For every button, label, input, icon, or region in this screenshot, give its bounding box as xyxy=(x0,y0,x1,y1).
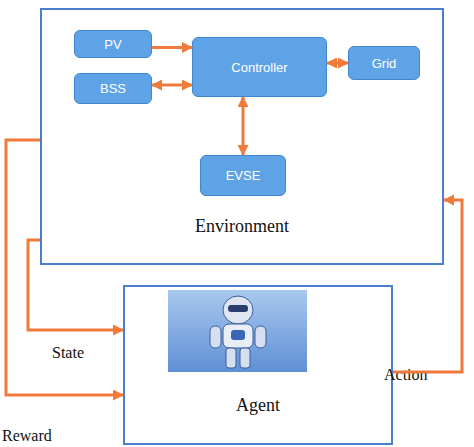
grid-box: Grid xyxy=(348,46,420,80)
edge-label: Reward xyxy=(2,427,52,445)
node-text: PV xyxy=(104,37,121,52)
node-text: Grid xyxy=(372,56,397,71)
agent-box: Agent xyxy=(123,285,393,445)
evse-box: EVSE xyxy=(200,155,286,196)
edge-label: State xyxy=(52,344,84,362)
edge-label: Action xyxy=(384,366,428,384)
node-text: EVSE xyxy=(226,168,261,183)
node-text: BSS xyxy=(100,81,126,96)
environment-box: Environment PV BSS Controller GridEVSE xyxy=(40,8,444,265)
node-text: Controller xyxy=(231,60,287,75)
node-text: Agent xyxy=(125,395,391,416)
robot-illustration xyxy=(168,290,307,372)
controller-box: Controller xyxy=(192,37,327,97)
bss-box: BSS xyxy=(74,73,152,104)
node-text: Environment xyxy=(42,216,442,237)
pv-box: PV xyxy=(74,30,152,58)
